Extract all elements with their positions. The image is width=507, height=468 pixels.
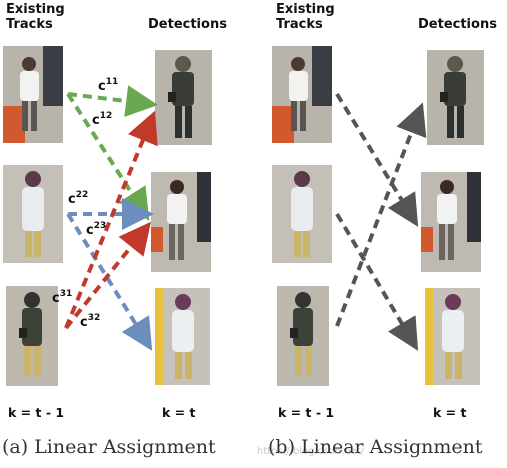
panel-b-tracks-header-line2: Tracks — [276, 17, 323, 32]
panel-b-detections-footer: k = t — [433, 405, 467, 420]
label-c23: c23 — [86, 221, 106, 238]
panel-b-track-1-image — [272, 46, 332, 143]
cost-label-superscript: 12 — [100, 111, 113, 121]
panel-a-detections-header: Detections — [148, 17, 227, 32]
panel-a-tracks-header-line1: Existing — [6, 2, 65, 17]
panel-b-detection-1-image — [427, 50, 484, 145]
cost-label-superscript: 31 — [60, 289, 73, 299]
panel-b-track-2-image — [272, 165, 332, 263]
arrow-c11 — [67, 85, 158, 117]
label-c11: c11 — [98, 77, 118, 94]
panel-a-detection-3-image — [155, 288, 210, 385]
panel-a-detections-footer: k = t — [162, 405, 196, 420]
panel-b-detection-2-image — [421, 172, 481, 272]
cost-label-superscript: 32 — [88, 313, 101, 323]
arrow-c31 — [64, 110, 158, 329]
panel-a-tracks-header: Existing Tracks — [6, 2, 65, 32]
panel-b-track-3-image — [277, 286, 329, 386]
panel-a-track-2-image — [3, 165, 63, 263]
cost-label-superscript: 22 — [76, 190, 89, 200]
label-c31: c31 — [52, 289, 72, 306]
arrow-c12 — [66, 92, 150, 221]
cost-label-superscript: 11 — [106, 77, 119, 87]
panel-b-caption: (b) Linear Assignment — [268, 436, 483, 458]
label-c22: c22 — [68, 190, 88, 207]
panel-a-track-3-image — [6, 286, 58, 386]
panel-a-detection-2-image — [151, 172, 211, 272]
arrow-b-track2-to-det3 — [335, 212, 419, 351]
panel-b-tracks-footer: k = t - 1 — [278, 405, 335, 420]
arrow-b-track3-to-det1 — [335, 102, 427, 327]
arrow-c23 — [66, 212, 153, 351]
panel-a-caption: (a) Linear Assignment — [2, 436, 216, 458]
panel-b-tracks-header-line1: Existing — [276, 2, 335, 17]
panel-b-detection-3-image — [425, 288, 480, 385]
watermark: https://blog.csdn.net/ — [257, 446, 364, 457]
arrow-b-track1-to-det2 — [335, 92, 419, 227]
panel-b-tracks-header: Existing Tracks — [276, 2, 335, 32]
label-c32: c32 — [80, 313, 100, 330]
panel-a-tracks-header-line2: Tracks — [6, 17, 53, 32]
panel-a-tracks-footer: k = t - 1 — [8, 405, 65, 420]
panel-a-detection-1-image — [155, 50, 212, 145]
panel-a-track-1-image — [3, 46, 63, 143]
panel-b-detections-header: Detections — [418, 17, 497, 32]
cost-label-superscript: 23 — [94, 221, 107, 231]
label-c12: c12 — [92, 111, 112, 128]
arrow-c32 — [64, 221, 151, 330]
